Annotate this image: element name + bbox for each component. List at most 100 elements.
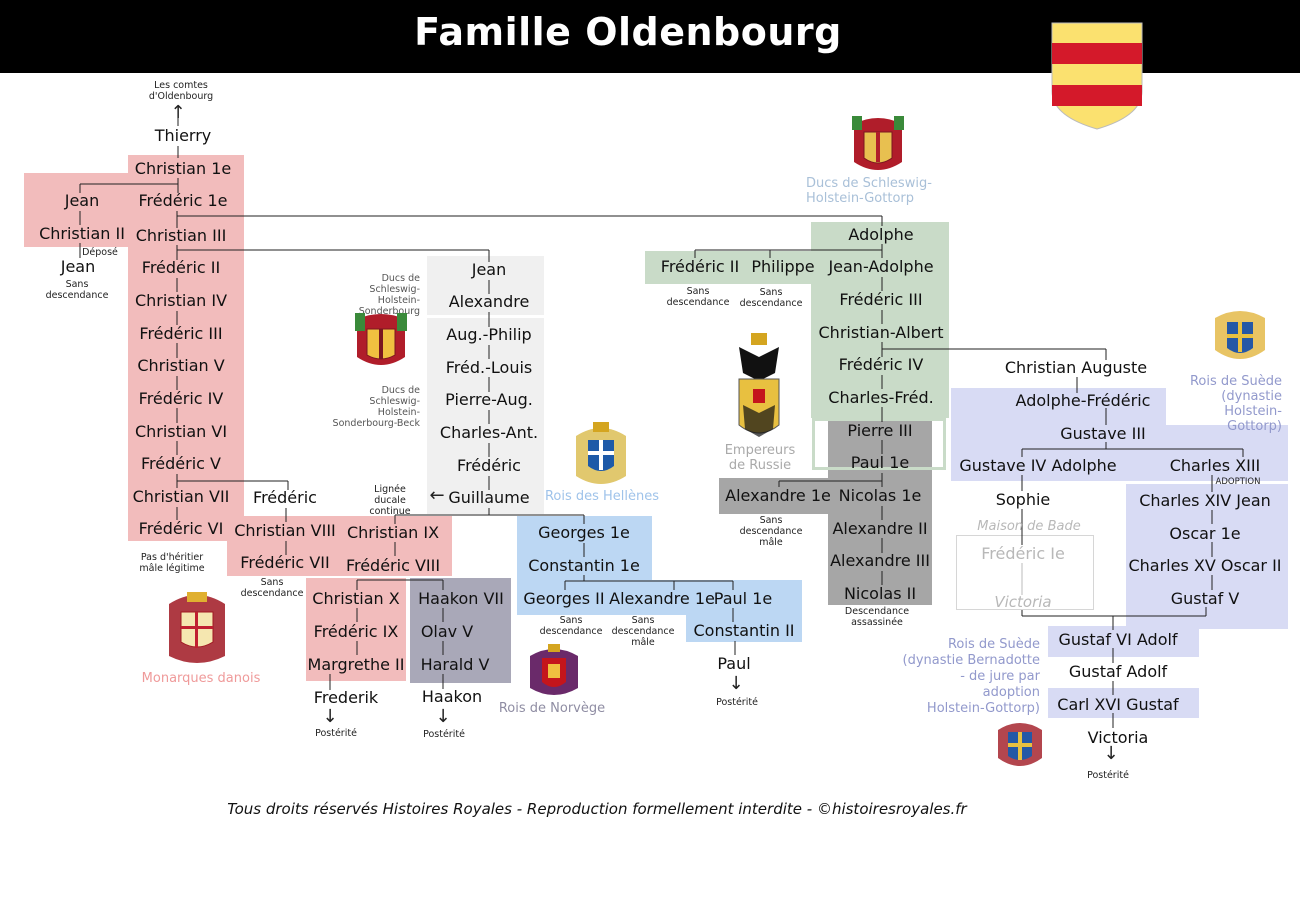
bade-frame [956, 535, 1094, 610]
russian-coat-of-arms-icon [738, 333, 780, 437]
person-charles-ant: Charles-Ant. [439, 423, 539, 442]
person-gustave4: Gustave IV Adolphe [959, 456, 1117, 475]
note-sans-desc-g2: Sans descendance [539, 615, 603, 637]
label-empereurs: Empereurs de Russie [724, 443, 796, 473]
person-frederic7: Frédéric VII [240, 553, 330, 572]
person-guillaume: Guillaume [448, 488, 530, 507]
person-charles13: Charles XIII [1169, 456, 1261, 475]
rois-suede-b-line2: (dynastie Bernadotte [902, 653, 1040, 668]
greek-coat-of-arms-icon [576, 422, 626, 484]
person-jean-dk: Jean [64, 191, 100, 210]
label-rois-norvege: Rois de Norvège [498, 701, 606, 716]
person-christian-auguste: Christian Auguste [1004, 358, 1148, 377]
rois-suede-b-line4: adoption [982, 685, 1040, 700]
label-monarques-danois: Monarques danois [141, 671, 261, 686]
person-frederic9: Frédéric IX [313, 622, 399, 641]
person-constantin2: Constantin II [693, 621, 795, 640]
person-frederic8: Frédéric VIII [345, 556, 441, 575]
person-victoria: Victoria [1087, 728, 1149, 747]
person-charles15: Charles XV Oscar II [1128, 556, 1282, 575]
person-charles14: Charles XIV Jean [1139, 491, 1271, 510]
label-ducs-beck: Ducs de Schleswig-Holstein-Sonderbourg-B… [332, 385, 420, 429]
person-carl16: Carl XVI Gustaf [1057, 695, 1179, 714]
person-alexandre2: Alexandre II [832, 519, 928, 538]
arrow-down-icon: ↓ [322, 706, 338, 727]
sweden-block-1 [951, 388, 1166, 425]
note-sans-desc-male-a1r: Sans descendance mâle [739, 515, 803, 548]
sweden-block-5 [1048, 688, 1199, 718]
note-sans-desc-f7: Sans descendance [240, 577, 304, 599]
person-christian1: Christian 1e [134, 159, 232, 178]
danish-block-christian10 [306, 578, 406, 681]
rois-suede-b-line3: - de jure par [960, 669, 1040, 684]
note-pas-heritier: Pas d'héritier mâle légitime [139, 552, 205, 574]
person-alexandre1-gr: Alexandre 1e [609, 589, 715, 608]
person-frederic3-g: Frédéric III [839, 290, 923, 309]
person-jean-sb: Jean [471, 260, 507, 279]
person-sophie: Sophie [995, 490, 1051, 509]
person-frederic4: Frédéric IV [138, 389, 224, 408]
sonderburg-coat-of-arms-icon [355, 313, 407, 365]
russia-block-alexandre1 [719, 478, 828, 514]
arrow-left-icon: ← [429, 485, 445, 506]
note-sans-desc-philippe: Sans descendance [739, 287, 803, 309]
person-haakon: Haakon [421, 687, 483, 706]
rois-suede-b-line5: Holstein-Gottorp) [926, 701, 1040, 716]
person-jean-son: Jean [60, 257, 96, 276]
label-maison-bade: Maison de Bade [977, 519, 1081, 534]
person-pierre-aug: Pierre-Aug. [445, 390, 533, 409]
arrow-down-icon: ↓ [435, 706, 451, 727]
person-georges2: Georges II [523, 589, 605, 608]
person-alexandre1-ru: Alexandre 1e [725, 486, 831, 505]
person-christian5: Christian V [137, 356, 225, 375]
danish-block-main [128, 155, 244, 541]
label-ducs-sonderbourg: Ducs de Schleswig-Holstein-Sonderbourg [358, 273, 420, 317]
person-christian7: Christian VII [132, 487, 230, 506]
person-christian10: Christian X [312, 589, 400, 608]
danish-block-christian9 [341, 516, 452, 576]
person-paul-gr: Paul [717, 654, 751, 673]
person-frederic5: Frédéric V [141, 454, 221, 473]
person-alexandre3: Alexandre III [830, 551, 930, 570]
greece-block-3 [686, 612, 802, 642]
swedish-coat-of-arms-icon [1215, 311, 1265, 359]
label-ducs-gottorp: Ducs de Schleswig-Holstein-Gottorp [806, 176, 932, 206]
person-frederic4-g: Frédéric IV [838, 355, 924, 374]
label-rois-suede-hg: Rois de Suède (dynastie Holstein-Gottorp… [1189, 374, 1282, 434]
person-frederic6: Frédéric VI [138, 519, 224, 538]
person-paul1-gr: Paul 1e [713, 589, 773, 608]
sweden-block-3 [1126, 484, 1288, 629]
sonderburg-block-2 [427, 318, 544, 514]
person-fred-louis: Fréd.-Louis [445, 358, 533, 377]
danish-coat-of-arms-icon [169, 592, 225, 663]
label-rois-hellenes: Rois des Hellènes [544, 489, 660, 504]
person-haakon7: Haakon VII [418, 589, 504, 608]
note-sans-desc-f2g: Sans descendance [666, 286, 730, 308]
person-paul1-ru: Paul 1e [850, 453, 910, 472]
person-christian9: Christian IX [346, 523, 440, 542]
note-desc-assassinee: Descendance assassinée [844, 606, 910, 628]
label-adoption: ADOPTION [1215, 477, 1261, 487]
person-harald5: Harald V [420, 655, 490, 674]
note-sans-desc-jean: Sans descendance [45, 279, 109, 301]
person-gustaf6: Gustaf VI Adolf [1058, 630, 1178, 649]
person-frederic-sb: Frédéric [457, 456, 521, 475]
person-frederik: Frederik [313, 688, 379, 707]
norway-coat-of-arms-icon [530, 644, 578, 695]
person-pierre3: Pierre III [847, 421, 913, 440]
person-frederic1: Frédéric 1e [138, 191, 228, 210]
person-frederic-h: Frédéric [253, 488, 317, 507]
label-comtes: Les comtes d'Oldenbourg [148, 80, 214, 102]
note-depose: Déposé [82, 247, 118, 258]
person-gustave3: Gustave III [1060, 424, 1146, 443]
gottorp-coat-of-arms-icon [852, 116, 904, 170]
person-margrethe2: Margrethe II [307, 655, 405, 674]
sweden-block-2 [951, 425, 1288, 481]
person-adolphe: Adolphe [848, 225, 914, 244]
note-sans-desc-male-a1: Sans descendance mâle [611, 615, 675, 648]
label-rois-suede-bernadotte: Rois de Suède (dynastie Bernadotte - de … [900, 637, 1040, 717]
oldenburg-shield-icon [1051, 22, 1143, 130]
person-christian4: Christian IV [134, 291, 228, 310]
person-christian3: Christian III [135, 226, 227, 245]
